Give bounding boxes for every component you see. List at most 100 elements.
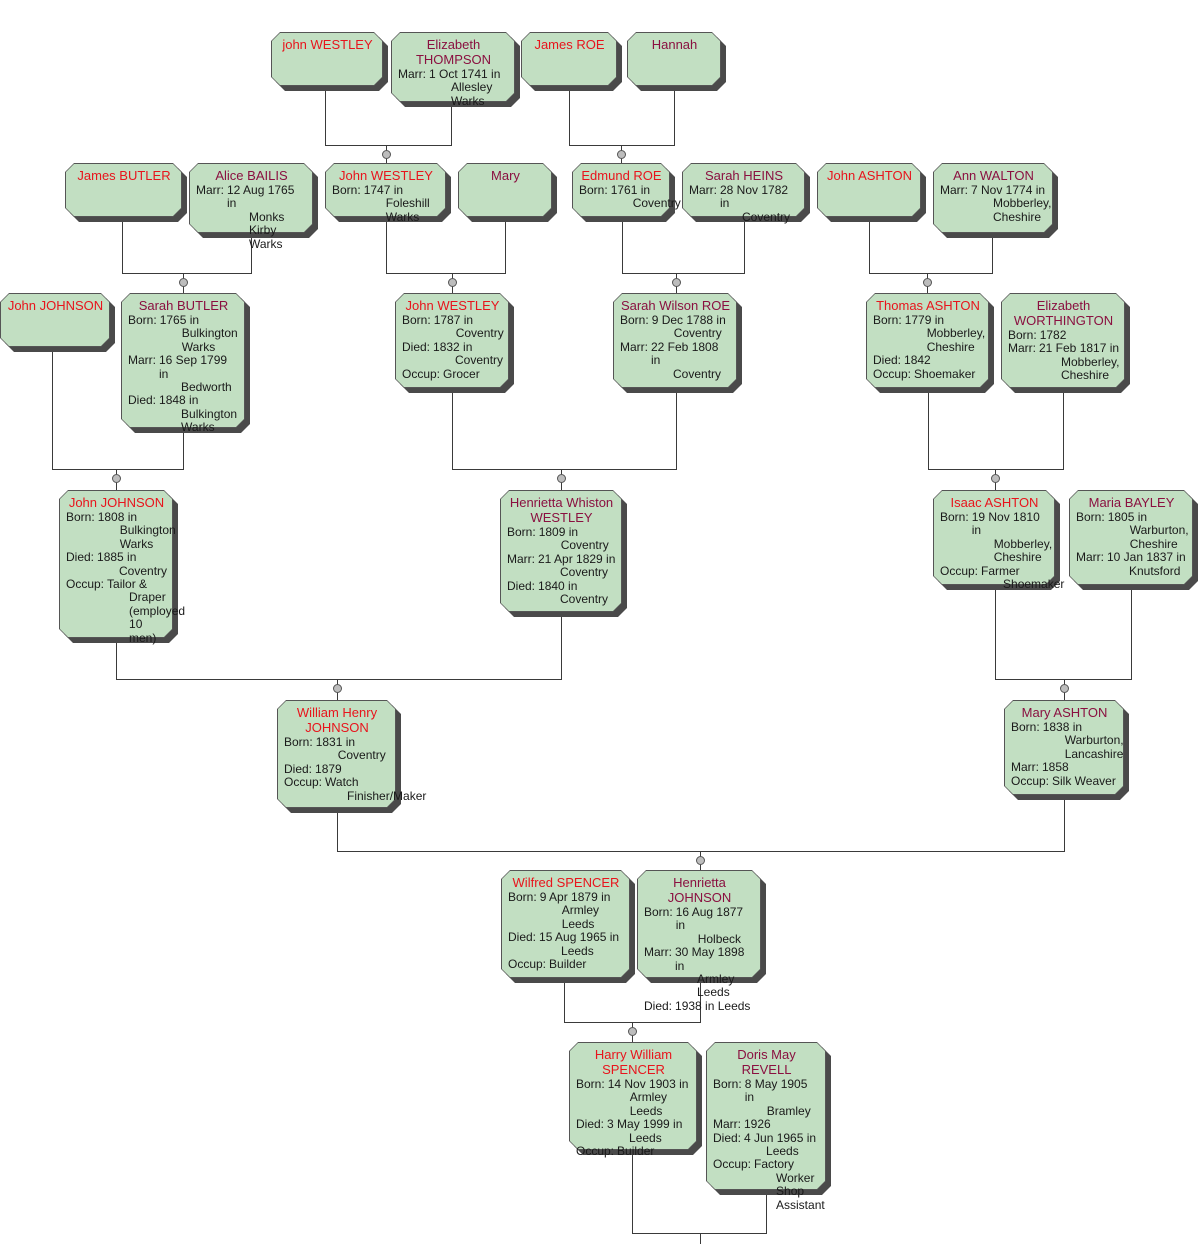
box-fill: [573, 164, 669, 216]
fact-label: Occup:: [66, 577, 105, 592]
fact-row: Died:1842: [873, 353, 983, 368]
fact-value-line: Armley Leeds: [697, 972, 735, 1000]
fact-value-line: 1842: [904, 353, 931, 368]
fact-label: Marr:: [507, 551, 535, 566]
fact-value: Shoemaker: [911, 367, 975, 381]
person-box-p3[interactable]: James ROE: [521, 32, 617, 86]
person-name: john WESTLEY: [282, 37, 373, 52]
person-box-p13[interactable]: John JOHNSON: [0, 293, 110, 347]
fact-label: Died:: [508, 930, 537, 945]
box-content: James BUTLER: [65, 163, 182, 188]
person-name: John WESTLEY: [339, 168, 433, 183]
box-fill: [614, 294, 736, 387]
box-fill: [1070, 491, 1192, 584]
person-box-p8[interactable]: Mary: [458, 163, 552, 217]
person-box-p5[interactable]: James BUTLER: [65, 163, 182, 217]
fact-value-line: Knutsford: [1129, 563, 1181, 578]
fact-value-line: 1 Oct 1741 in: [429, 67, 501, 81]
fact-label: Born:: [284, 735, 313, 749]
fact-label: Born:: [66, 510, 95, 524]
box-content: Mary: [458, 163, 552, 188]
marriage-bar-line: [452, 469, 678, 471]
fact-value-line: Mobberley,: [926, 326, 986, 341]
fact-value-line: 1840 in: [538, 578, 578, 593]
person-box-p4[interactable]: Hannah: [627, 32, 721, 86]
fact-value-line: Warburton,: [1129, 523, 1189, 538]
person-box-p11[interactable]: John ASHTON: [817, 163, 921, 217]
fact-value-line: 30 May 1898 in: [675, 945, 745, 973]
father-connector-line: [995, 585, 997, 679]
marriage-bar-line: [52, 469, 185, 471]
fact-label: Died:: [873, 353, 902, 368]
fact-value-line: 4 Jun 1965 in: [744, 1130, 817, 1145]
fact-value-line: Mobberley,: [993, 196, 1052, 211]
fact-label: Born:: [1011, 720, 1040, 734]
person-box-p1[interactable]: john WESTLEY: [271, 32, 383, 86]
box-fill: [638, 871, 760, 977]
fact-value: 1926: [741, 1118, 771, 1131]
fact-value-line: Warks: [181, 339, 216, 354]
fact-value-line: Cheshire: [1061, 368, 1110, 383]
box-fill: [628, 33, 720, 85]
father-connector-line: [116, 638, 118, 679]
box-content: Hannah: [627, 32, 721, 57]
fact-value-line: 1808 in: [97, 510, 138, 524]
person-name: Sarah Wilson ROE: [620, 298, 731, 313]
fact-value-line: 1761 in: [610, 183, 651, 197]
fact-value-line: Builder: [549, 957, 587, 972]
box-fill: [278, 701, 395, 807]
fact-value-line: Coventry: [560, 538, 609, 553]
fact-label: Marr:: [1011, 760, 1039, 775]
fact-value-line: 16 Aug 1877 in: [675, 905, 744, 933]
mother-connector-line: [1131, 585, 1133, 679]
family-node-dot-icon: [617, 150, 626, 159]
fact-value-line: Cheshire: [926, 339, 975, 354]
marriage-bar-line: [622, 273, 746, 275]
mother-connector-line: [1064, 795, 1066, 851]
fact-value-line: 1858: [1042, 760, 1069, 775]
box-fill: [502, 871, 629, 977]
family-node-dot-icon: [672, 278, 681, 287]
person-box-p27[interactable]: Harry William SPENCER Born:14 Nov 1903 i…: [569, 1042, 697, 1158]
